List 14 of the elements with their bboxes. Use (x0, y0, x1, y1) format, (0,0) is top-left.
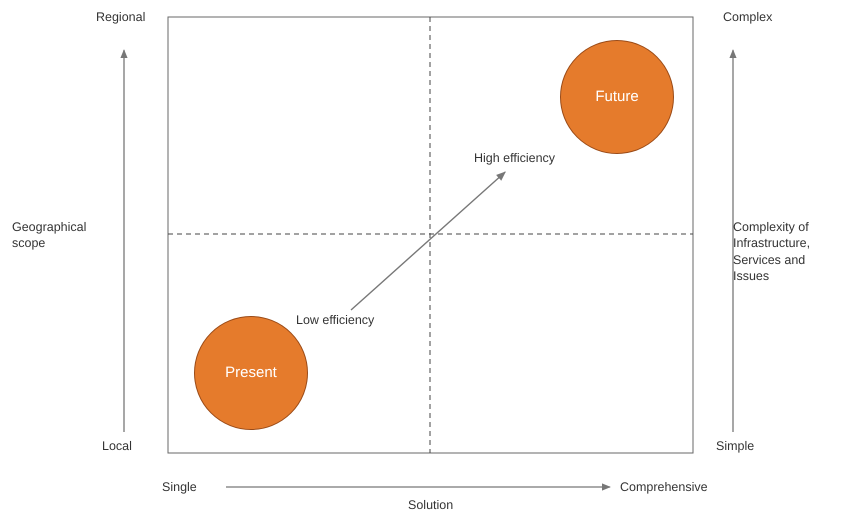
stage-label: Present (225, 363, 277, 383)
axis-label: Single (162, 479, 198, 496)
efficiency-label: Low efficiency (296, 313, 374, 327)
axis-label: Local (102, 438, 133, 454)
axis-label: Geographical scope (12, 219, 88, 252)
axis-label: Solution (408, 497, 454, 514)
axis-label: Complexity of Infrastructure, Services and Issues (733, 219, 812, 284)
axis-label: Comprehensive (620, 479, 709, 496)
stage-label: Future (595, 87, 639, 107)
axis-label: Regional (96, 9, 146, 26)
arrow (350, 171, 506, 311)
axis-label: Complex (723, 9, 774, 26)
efficiency-label: High efficiency (474, 151, 556, 165)
axis-label: Simple (716, 438, 756, 454)
